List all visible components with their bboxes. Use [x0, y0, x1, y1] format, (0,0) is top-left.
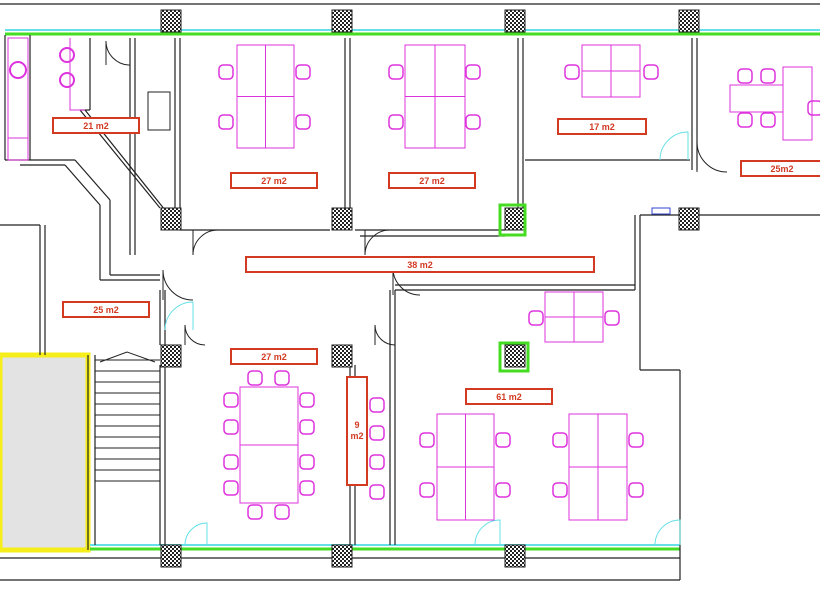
chair-icon — [299, 480, 315, 496]
room-label-kitchen: 21 m2 — [52, 117, 140, 134]
chair-icon — [295, 114, 311, 130]
column-highlight — [498, 341, 530, 373]
desk — [7, 37, 29, 161]
chair-icon — [528, 310, 544, 326]
room-label-office-b: 27 m2 — [388, 172, 476, 189]
chair-icon — [218, 114, 234, 130]
chair-icon — [628, 482, 644, 498]
chair-icon — [388, 114, 404, 130]
room-label-meeting: 27 m2 — [230, 348, 318, 365]
chair-icon — [299, 392, 315, 408]
glass-door-swing — [654, 519, 681, 546]
chair-icon — [247, 504, 263, 520]
desk — [729, 84, 784, 113]
chair-icon — [737, 68, 753, 84]
room-label-office-c: 17 m2 — [557, 118, 647, 135]
door-swing — [364, 229, 391, 256]
chair-icon — [295, 64, 311, 80]
column-icon — [160, 207, 182, 231]
stairwell-block — [0, 352, 91, 553]
desk — [782, 66, 813, 141]
column-icon — [678, 9, 700, 33]
chair-icon — [564, 64, 580, 80]
chair-icon — [643, 64, 659, 80]
column-icon — [678, 207, 700, 231]
chair-icon — [419, 432, 435, 448]
chair-icon — [552, 432, 568, 448]
door-swing — [162, 269, 194, 301]
glass-door-swing — [164, 301, 194, 331]
column-icon — [504, 344, 526, 368]
glass-door-swing — [474, 519, 501, 546]
chair-icon — [218, 64, 234, 80]
chair-icon — [223, 392, 239, 408]
stair-arrow — [99, 351, 156, 363]
chair-icon — [419, 482, 435, 498]
door-swing — [192, 229, 219, 256]
door-swing — [184, 324, 206, 346]
chair-icon — [274, 504, 290, 520]
chair-icon — [369, 425, 385, 441]
chair-icon — [760, 68, 776, 84]
chair-icon — [465, 114, 481, 130]
room-label-office-d: 25m2 — [740, 160, 820, 177]
chair-icon — [223, 419, 239, 435]
column-icon — [331, 207, 353, 231]
chair-icon — [495, 432, 511, 448]
chair-icon — [247, 370, 263, 386]
door-swing — [105, 40, 131, 66]
column-icon — [331, 544, 353, 568]
column-icon — [160, 9, 182, 33]
outlet-icon — [651, 207, 671, 215]
glass-door-swing — [184, 522, 208, 546]
chair-icon — [369, 397, 385, 413]
counter — [69, 38, 85, 111]
chair-icon — [369, 484, 385, 500]
column-icon — [160, 344, 182, 368]
chair-icon — [604, 310, 620, 326]
door-swing — [374, 324, 396, 346]
glass-door-swing — [659, 131, 689, 161]
chair-icon — [552, 482, 568, 498]
stool-icon — [59, 47, 75, 63]
chair-icon — [223, 454, 239, 470]
chair-icon — [274, 370, 290, 386]
chair-icon — [628, 432, 644, 448]
column-icon — [504, 544, 526, 568]
chair-icon — [388, 64, 404, 80]
chair-icon — [299, 419, 315, 435]
room-label-office-a: 27 m2 — [230, 172, 318, 189]
chair-icon — [495, 482, 511, 498]
column-icon — [331, 9, 353, 33]
column-icon — [504, 9, 526, 33]
stool-icon — [59, 72, 75, 88]
wall — [64, 164, 101, 206]
column-icon — [331, 344, 353, 368]
sink-icon — [9, 61, 27, 79]
column-icon — [504, 207, 526, 231]
chair-icon — [223, 480, 239, 496]
appliance — [147, 91, 171, 131]
chair-icon — [807, 100, 820, 116]
room-label-corridor: 38 m2 — [245, 256, 595, 273]
chair-icon — [299, 454, 315, 470]
chair-icon — [369, 454, 385, 470]
column-highlight — [498, 203, 527, 237]
chair-icon — [760, 112, 776, 128]
door-swing — [696, 141, 728, 173]
room-label-open-space: 61 m2 — [465, 388, 553, 405]
room-label-lobby: 25 m2 — [62, 301, 150, 318]
column-icon — [160, 544, 182, 568]
chair-icon — [465, 64, 481, 80]
wall — [74, 159, 111, 201]
chair-icon — [737, 112, 753, 128]
